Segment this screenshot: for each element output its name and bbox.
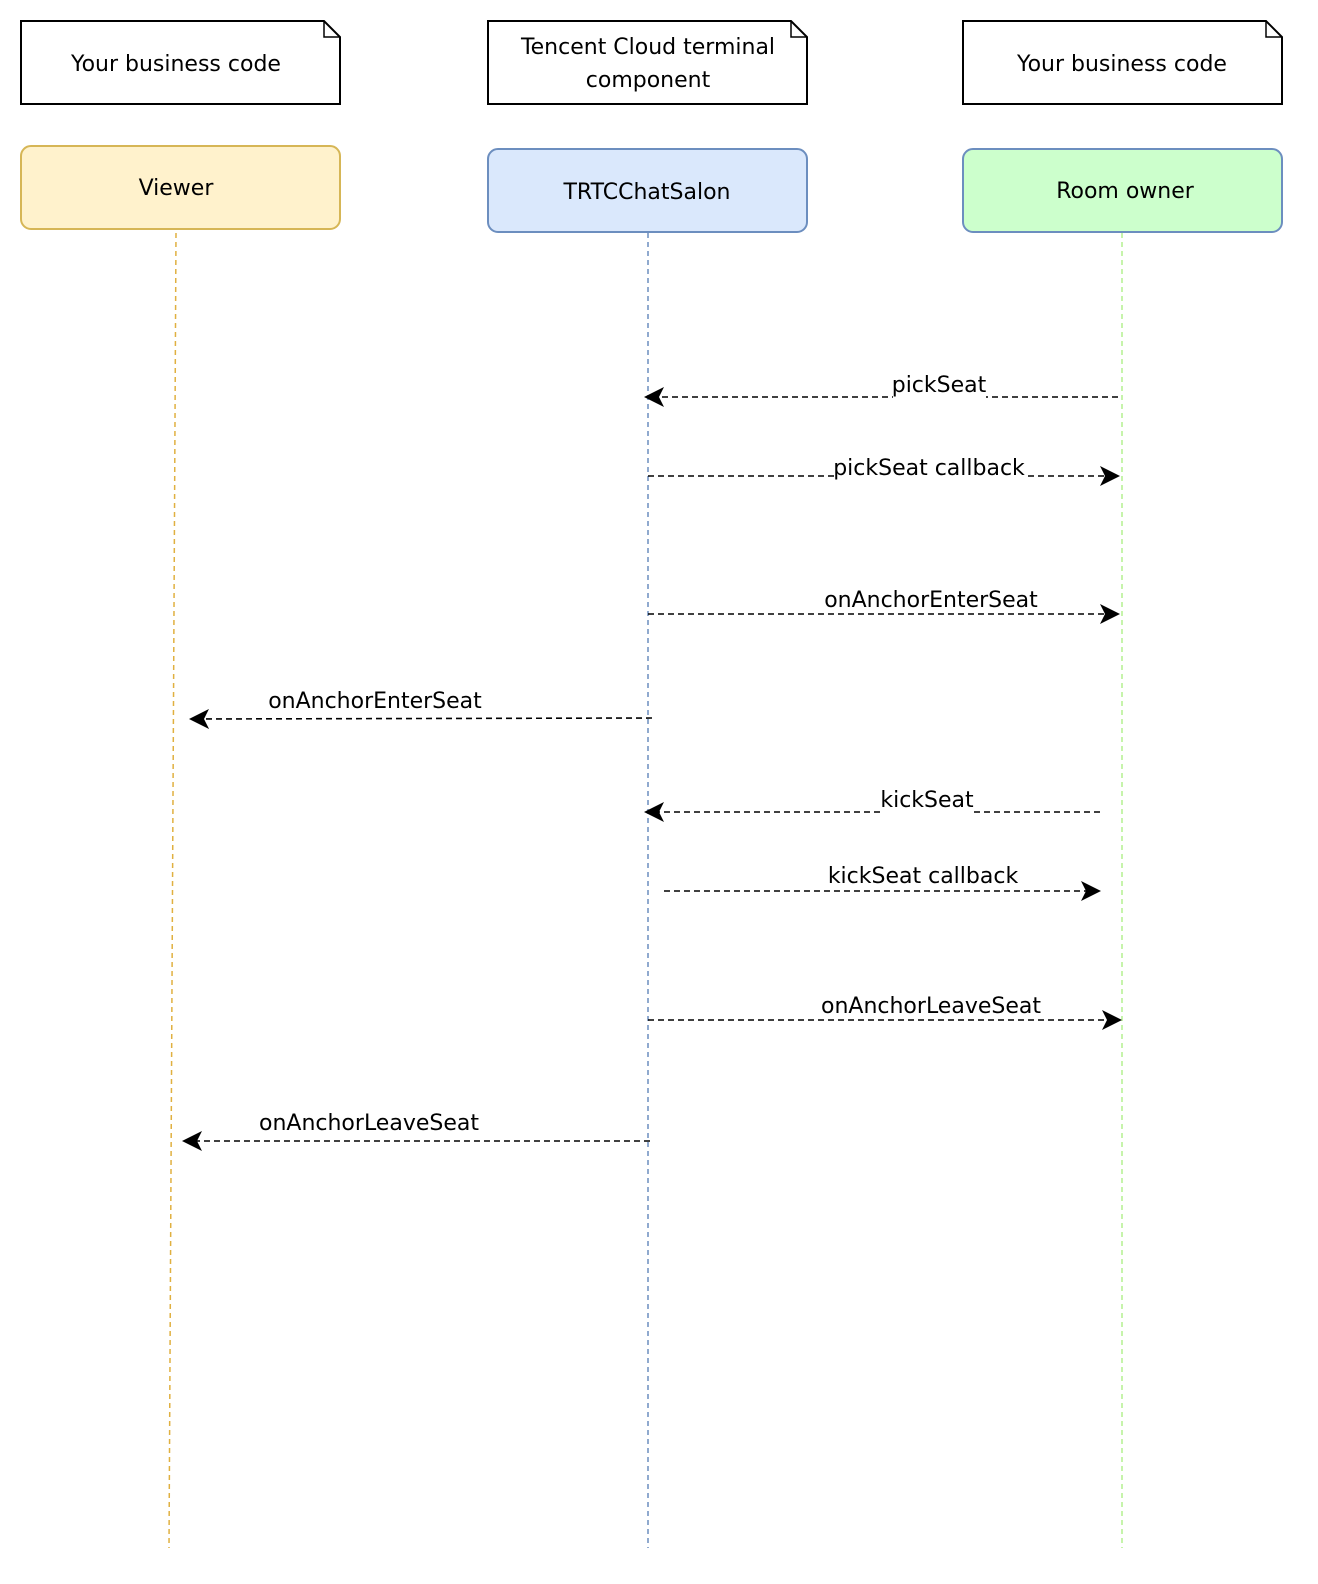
note-viewer-side-text: Your business code [70, 52, 281, 77]
message-onanchorleaveseat-owner-label: onAnchorLeaveSeat [821, 994, 1041, 1019]
note-owner-side: Your business code [962, 20, 1283, 105]
message-pickseat-callback-label: pickSeat callback [833, 456, 1025, 481]
message-onanchorenterseat-viewer: onAnchorEnterSeat [189, 689, 653, 729]
message-onanchorenterseat-viewer-label: onAnchorEnterSeat [268, 689, 482, 714]
note-viewer-side: Your business code [20, 20, 341, 105]
message-kickseat-callback: kickSeat callback [664, 864, 1101, 901]
actor-viewer: Viewer [20, 145, 341, 230]
actor-trtcchatsalon: TRTCChatSalon [487, 148, 808, 233]
message-onanchorenterseat-owner: onAnchorEnterSeat [648, 588, 1120, 624]
note-owner-side-text: Your business code [1016, 52, 1227, 77]
message-kickseat-callback-label: kickSeat callback [828, 864, 1019, 889]
message-kickseat: kickSeat [644, 787, 1100, 822]
actor-trtcchatsalon-label: TRTCChatSalon [562, 180, 730, 205]
message-pickseat: pickSeat [644, 372, 1118, 407]
message-pickseat-label: pickSeat [892, 373, 987, 398]
note-component: Tencent Cloud terminal component [487, 20, 808, 105]
message-onanchorleaveseat-viewer-label: onAnchorLeaveSeat [259, 1111, 479, 1136]
actor-room-owner: Room owner [962, 148, 1283, 233]
message-onanchorleaveseat-owner: onAnchorLeaveSeat [648, 994, 1122, 1030]
actor-room-owner-label: Room owner [1056, 179, 1195, 204]
actor-viewer-label: Viewer [139, 176, 215, 201]
message-onanchorenterseat-owner-label: onAnchorEnterSeat [824, 588, 1038, 613]
message-pickseat-callback: pickSeat callback [648, 455, 1120, 486]
message-onanchorleaveseat-viewer: onAnchorLeaveSeat [182, 1111, 650, 1151]
message-onanchorenterseat-viewer-arrow [189, 708, 653, 729]
message-kickseat-label: kickSeat [880, 788, 974, 813]
note-component-line-2: component [586, 68, 711, 93]
viewer-lifeline [168, 232, 177, 1549]
note-component-line-1: Tencent Cloud terminal [520, 35, 775, 60]
